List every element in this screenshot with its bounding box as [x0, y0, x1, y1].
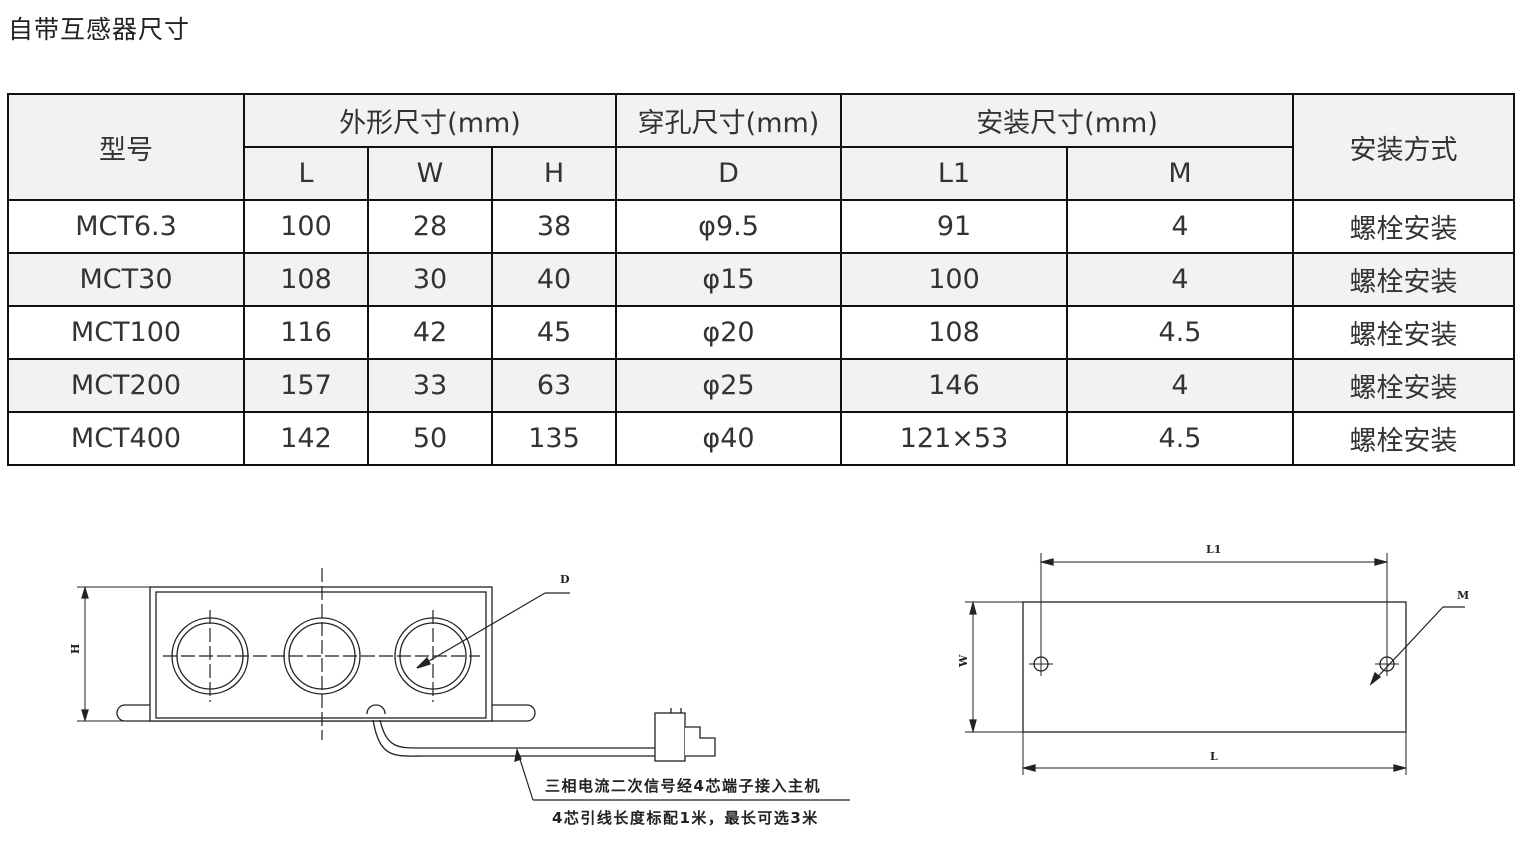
- dimension-l1: [1039, 553, 1389, 652]
- mount-hole-right: [1375, 652, 1399, 676]
- table-row: MCT100 116 42 45 φ20 108 4.5 螺栓安装: [7, 305, 1516, 360]
- header-sub-m: M: [1066, 146, 1295, 201]
- table-row: MCT400 142 50 135 φ40 121×53 4.5 螺栓安装: [7, 411, 1516, 466]
- center-lines: [163, 568, 480, 740]
- base-plate: [1022, 601, 1407, 733]
- page-title: 自带互感器尺寸: [8, 15, 191, 44]
- label-d: D: [560, 573, 570, 586]
- dimension-h: [77, 585, 150, 723]
- cell-install-method: 螺栓安装: [1292, 252, 1516, 307]
- header-hole-size: 穿孔尺寸(mm): [615, 93, 843, 148]
- label-w: W: [957, 654, 970, 668]
- cell-w: 28: [367, 199, 493, 254]
- transformer-body: [149, 586, 493, 722]
- leader-d: [416, 592, 570, 669]
- cell-l: 116: [243, 305, 369, 360]
- label-l1: L1: [1206, 543, 1221, 556]
- dimension-table: 型号 外形尺寸(mm) 穿孔尺寸(mm) 安装尺寸(mm) 安装方式 L W H…: [7, 93, 1516, 466]
- cell-m: 4: [1066, 358, 1295, 413]
- cell-h: 63: [490, 358, 618, 413]
- header-sub-h: H: [490, 146, 618, 201]
- cell-l1: 91: [840, 199, 1069, 254]
- front-view-drawing: D H 三相电流二次信号经4芯端子接入主机 4芯引线长度标配1米，最长可选3米: [69, 568, 850, 827]
- cell-l: 108: [243, 252, 369, 307]
- cell-install-method: 螺栓安装: [1292, 305, 1516, 360]
- mount-hole-left: [1029, 652, 1053, 676]
- cell-l: 157: [243, 358, 369, 413]
- label-h: H: [69, 644, 82, 654]
- cell-w: 42: [367, 305, 493, 360]
- header-sub-w: W: [367, 146, 493, 201]
- cell-w: 33: [367, 358, 493, 413]
- cell-d: φ9.5: [615, 199, 843, 254]
- header-model: 型号: [7, 93, 245, 201]
- cell-l: 142: [243, 411, 369, 466]
- dimension-l: [1021, 732, 1408, 775]
- terminal-connector: [654, 708, 716, 762]
- cell-model: MCT6.3: [7, 199, 245, 254]
- header-sub-l: L: [243, 146, 369, 201]
- cell-model: MCT30: [7, 252, 245, 307]
- table-row: MCT30 108 30 40 φ15 100 4 螺栓安装: [7, 252, 1516, 307]
- cell-l1: 121×53: [840, 411, 1069, 466]
- cell-model: MCT100: [7, 305, 245, 360]
- header-install-method: 安装方式: [1292, 93, 1516, 201]
- cell-d: φ40: [615, 411, 843, 466]
- cell-l: 100: [243, 199, 369, 254]
- cell-install-method: 螺栓安装: [1292, 358, 1516, 413]
- transformer-body-inner: [155, 591, 487, 719]
- cell-model: MCT200: [7, 358, 245, 413]
- leader-note: [514, 747, 850, 801]
- note-line-1: 三相电流二次信号经4芯端子接入主机: [545, 777, 821, 795]
- cell-m: 4: [1066, 199, 1295, 254]
- label-m: M: [1457, 589, 1469, 602]
- signal-cable: [366, 704, 655, 757]
- cell-d: φ20: [615, 305, 843, 360]
- header-outline-size: 外形尺寸(mm): [242, 93, 618, 148]
- cell-h: 38: [490, 199, 618, 254]
- cell-h: 135: [490, 411, 618, 466]
- table-row: MCT6.3 100 28 38 φ9.5 91 4 螺栓安装: [7, 199, 1516, 254]
- cell-m: 4.5: [1066, 305, 1295, 360]
- cell-install-method: 螺栓安装: [1292, 411, 1516, 466]
- header-install-size: 安装尺寸(mm): [840, 93, 1295, 148]
- label-l: L: [1210, 750, 1218, 763]
- dimension-w: [965, 600, 1023, 734]
- cell-model: MCT400: [7, 411, 245, 466]
- note-line-2: 4芯引线长度标配1米，最长可选3米: [552, 809, 819, 827]
- cell-w: 30: [367, 252, 493, 307]
- cell-install-method: 螺栓安装: [1292, 199, 1516, 254]
- cell-m: 4: [1066, 252, 1295, 307]
- cell-h: 45: [490, 305, 618, 360]
- cell-l1: 100: [840, 252, 1069, 307]
- cell-w: 50: [367, 411, 493, 466]
- header-sub-l1: L1: [840, 146, 1069, 201]
- header-sub-d: D: [615, 146, 843, 201]
- cell-d: φ15: [615, 252, 843, 307]
- cell-h: 40: [490, 252, 618, 307]
- table-row: MCT200 157 33 63 φ25 146 4 螺栓安装: [7, 358, 1516, 413]
- cell-m: 4.5: [1066, 411, 1295, 466]
- cell-d: φ25: [615, 358, 843, 413]
- cell-l1: 146: [840, 358, 1069, 413]
- mounting-view-drawing: L1 L W M: [957, 543, 1469, 775]
- leader-m: [1369, 606, 1465, 686]
- cell-l1: 108: [840, 305, 1069, 360]
